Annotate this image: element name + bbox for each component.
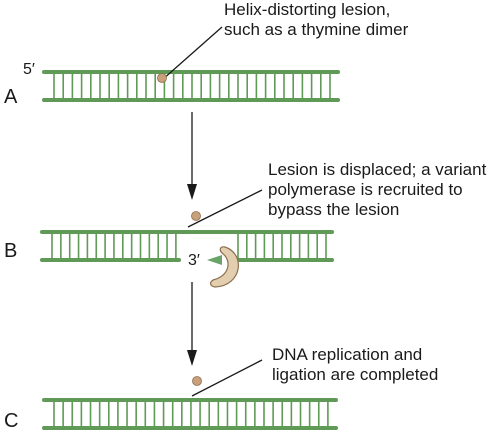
variant-polymerase xyxy=(209,246,239,288)
leader-line-a xyxy=(161,26,223,81)
top-strand xyxy=(42,398,338,402)
dna-duplex-c xyxy=(42,398,338,430)
arrow-b-to-c xyxy=(187,282,197,366)
dna-duplex-b xyxy=(40,230,334,262)
five-prime-label: 5′ xyxy=(23,61,35,78)
bottom-strand xyxy=(42,98,340,102)
caption-completed: DNA replication and ligation are complet… xyxy=(272,345,439,384)
caption-displaced: Lesion is displaced; a variant polymeras… xyxy=(268,160,487,219)
bottom-strand xyxy=(42,426,338,430)
lesion-ball-c xyxy=(192,376,202,386)
caption-lesion: Helix-distorting lesion, such as a thymi… xyxy=(224,0,409,39)
dna-duplex-a xyxy=(42,70,340,102)
primer-terminus xyxy=(207,255,222,265)
lesion-ball-a xyxy=(157,73,167,83)
stage-letter-c: C xyxy=(4,410,19,432)
bottom-strand-left xyxy=(40,258,181,262)
stage-letter-b: B xyxy=(4,240,18,262)
leader-line-b xyxy=(187,189,263,228)
leader-line-c xyxy=(191,359,263,397)
stage-letter-a: A xyxy=(4,86,18,108)
arrow-a-to-b xyxy=(187,112,197,200)
top-strand xyxy=(42,70,340,74)
three-prime-label: 3′ xyxy=(188,252,200,269)
lesion-ball-b xyxy=(191,211,201,221)
top-strand xyxy=(40,230,334,234)
